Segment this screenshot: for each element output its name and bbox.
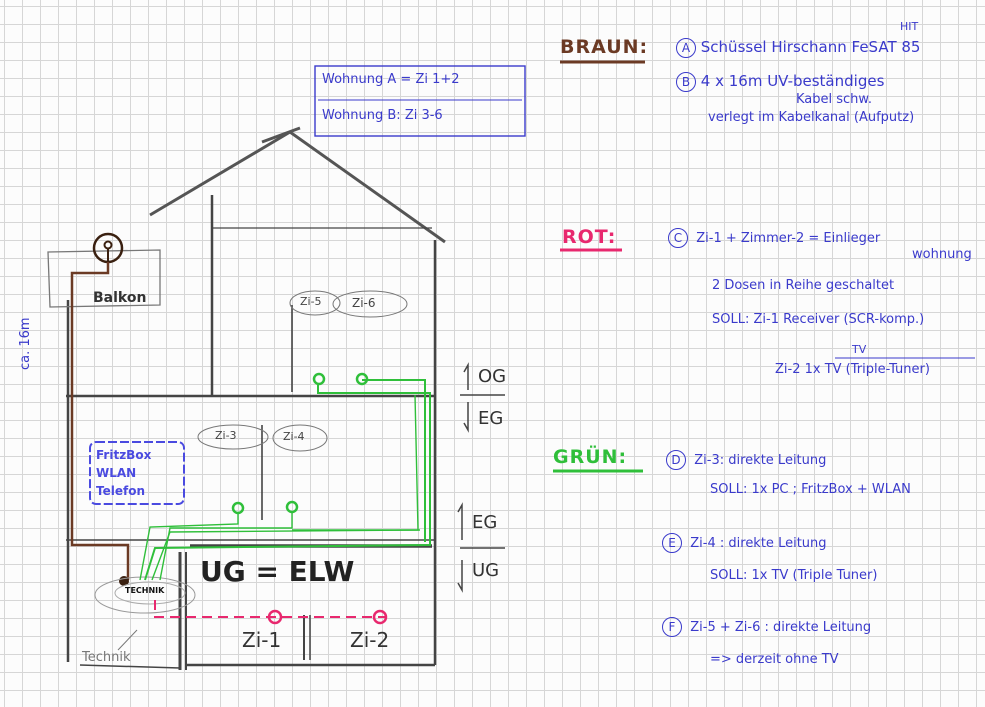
floor-label-ug: UG [472, 560, 500, 581]
legend-a-text: Schüssel Hirschann FeSAT 85 [700, 38, 921, 56]
room-ellipses [197, 290, 408, 452]
floor-markers [457, 362, 505, 593]
cable-length-label: ca. 16m [18, 317, 33, 370]
floor-label-eg-lower: EG [472, 512, 498, 533]
legend-d-line2: SOLL: 1x PC ; FritzBox + WLAN [710, 482, 911, 497]
technik-small-label: TECHNIK [125, 586, 165, 595]
legend-a-note: HIT [900, 20, 919, 33]
satellite-dish-icon [92, 232, 124, 264]
router-box-text: FritzBox WLAN Telefon [96, 446, 151, 500]
legend-f-line1: Zi-5 + Zi-6 : direkte Leitung [690, 620, 872, 635]
red-cable [154, 600, 385, 618]
apartment-a-label: Wohnung A = Zi 1+2 [322, 72, 460, 87]
red-socket-icons [267, 609, 388, 625]
marker-f: F [662, 617, 682, 637]
green-cables [139, 379, 431, 581]
marker-a: A [676, 38, 696, 58]
roof [149, 126, 446, 244]
legend-d-line1: Zi-3: direkte Leitung [694, 453, 827, 468]
marker-b: B [676, 72, 696, 92]
legend-e-line1: Zi-4 : direkte Leitung [690, 536, 827, 551]
ug-title: UG = ELW [200, 555, 355, 588]
legend-item-a: A Schüssel Hirschann FeSAT 85 [676, 38, 920, 58]
legend-red-header: ROT: [562, 226, 617, 248]
legend-c-line6: Zi-2 1x TV (Triple-Tuner) [775, 362, 930, 377]
router-label-telefon: Telefon [96, 484, 145, 498]
legend-b-line2: Kabel schw. [796, 92, 872, 107]
router-label-wlan: WLAN [96, 466, 137, 480]
router-box [89, 441, 185, 505]
room-label-zi1: Zi-1 [242, 628, 282, 652]
legend-c-line4: SOLL: Zi-1 Receiver (SCR-komp.) [712, 312, 925, 327]
floor-label-eg-upper: EG [478, 408, 504, 429]
room-label-zi3: Zi-3 [215, 429, 237, 442]
floor-label-og: OG [478, 366, 507, 387]
legend-c-line5: TV [852, 343, 867, 356]
apartment-b-label: Wohnung B: Zi 3-6 [322, 108, 443, 123]
legend-item-b: B 4 x 16m UV-beständiges [676, 72, 884, 92]
legend-item-c: C Zi-1 + Zimmer-2 = Einlieger [668, 228, 880, 248]
legend-brown-header: BRAUN: [560, 36, 649, 58]
green-socket-icons [231, 372, 369, 515]
room-label-zi4: Zi-4 [283, 430, 305, 443]
legend-e-line2: SOLL: 1x TV (Triple Tuner) [710, 568, 878, 583]
marker-c: C [668, 228, 688, 248]
marker-d: D [666, 450, 686, 470]
marker-e: E [662, 533, 682, 553]
balcony-label: Balkon [93, 290, 147, 306]
legend-c-line3: 2 Dosen in Reihe geschaltet [712, 278, 895, 293]
legend-item-e: E Zi-4 : direkte Leitung [662, 533, 827, 553]
legend-b-line1: 4 x 16m UV-beständiges [700, 72, 885, 90]
technik-ellipse-inner [114, 581, 186, 605]
brown-cable [70, 262, 130, 580]
legend-f-line2: => derzeit ohne TV [710, 652, 839, 667]
legend-item-f: F Zi-5 + Zi-6 : direkte Leitung [662, 617, 871, 637]
room-label-zi6: Zi-6 [352, 296, 376, 310]
legend-green-header: GRÜN: [553, 446, 628, 468]
room-label-zi5: Zi-5 [300, 295, 322, 308]
room-label-zi2: Zi-2 [350, 628, 390, 652]
technik-label: Technik [82, 650, 131, 665]
apartment-box [314, 65, 526, 137]
legend-item-d: D Zi-3: direkte Leitung [666, 450, 826, 470]
house-walls [66, 195, 437, 670]
technik-arrow [117, 629, 138, 651]
legend-b-line3: verlegt im Kabelkanal (Aufputz) [708, 110, 915, 125]
legend-c-line1: Zi-1 + Zimmer-2 = Einlieger [696, 231, 881, 246]
router-label-fritzbox: FritzBox [96, 448, 152, 462]
legend-c-line2: wohnung [912, 247, 972, 262]
